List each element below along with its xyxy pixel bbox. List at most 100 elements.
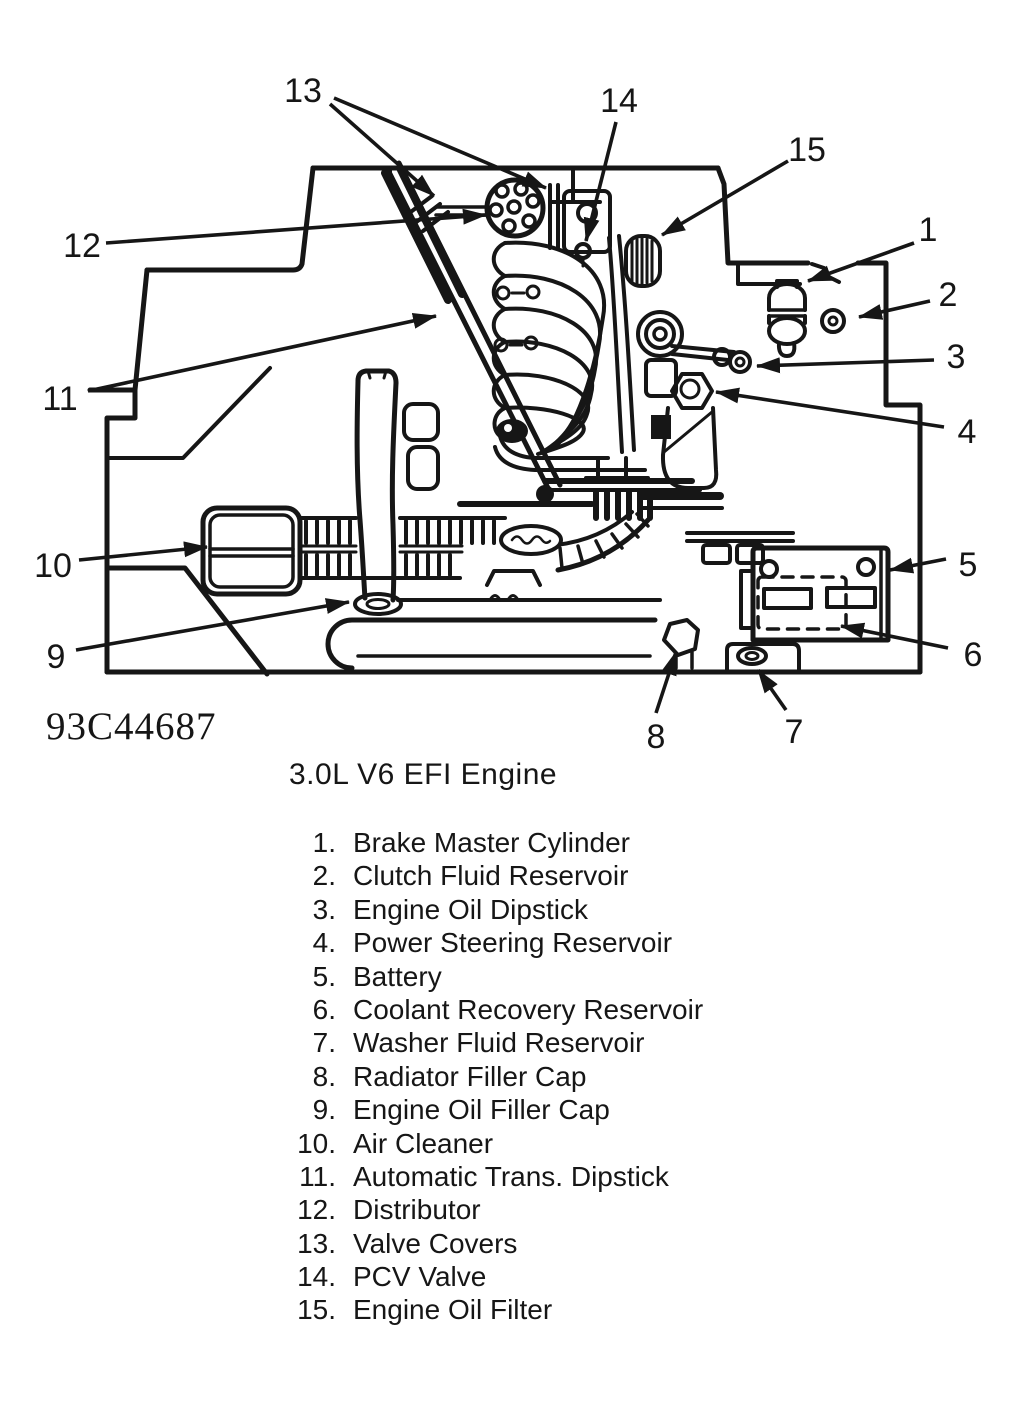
legend-item-7: 7. Washer Fluid Reservoir (276, 1026, 703, 1059)
callout-4-label: 4 (958, 413, 977, 451)
clutch-fluid-reservoir (820, 308, 846, 334)
callout-14-label: 14 (600, 82, 638, 120)
washer-fluid-reservoir (725, 642, 801, 674)
callout-9-leader (75, 598, 350, 652)
callout-12: 12 (63, 208, 487, 265)
engine-oil-dipstick (670, 344, 752, 374)
brake-master-cylinder (767, 279, 807, 358)
idler-pulley (636, 310, 684, 439)
callout-14-leader (583, 121, 618, 242)
callout-7: 7 (756, 668, 804, 751)
legend-item-label: Radiator Filler Cap (353, 1060, 587, 1092)
legend-item-10: 10. Air Cleaner (276, 1127, 703, 1160)
callout-13: 13 (284, 72, 547, 198)
callout-12-leader (105, 208, 487, 245)
figure-caption: 3.0L V6 EFI Engine (289, 758, 558, 791)
legend-item-label: Automatic Trans. Dipstick (353, 1160, 669, 1192)
legend-item-label: Power Steering Reservoir (353, 927, 673, 959)
callout-7-label: 7 (785, 713, 804, 751)
legend-item-label: Clutch Fluid Reservoir (353, 860, 629, 892)
callout-12-label: 12 (63, 227, 101, 265)
callout-9-label: 9 (47, 638, 66, 676)
legend-item-number: 7. (312, 1027, 336, 1059)
callout-14: 14 (583, 82, 638, 242)
callout-13-leader (328, 102, 436, 198)
legend-item-label: Coolant Recovery Reservoir (353, 993, 704, 1025)
legend-item-number: 8. (312, 1060, 336, 1092)
legend-item-number: 1. (312, 827, 336, 858)
callout-3-label: 3 (947, 338, 966, 376)
callout-7-leader (756, 668, 788, 712)
callout-10: 10 (34, 541, 208, 585)
legend-item-label: Valve Covers (353, 1227, 518, 1259)
legend-item-label: Engine Oil Filler Cap (353, 1094, 610, 1126)
callout-3: 3 (756, 338, 966, 376)
coolant-recovery-reservoir (756, 575, 848, 631)
callout-11-leader (87, 313, 437, 393)
callout-4: 4 (715, 387, 977, 451)
legend-item-label: Air Cleaner (353, 1127, 494, 1159)
intake-manifold (491, 234, 650, 480)
callout-8-label: 8 (647, 718, 666, 756)
callout-2-leader (858, 299, 931, 320)
air-cleaner (200, 505, 303, 597)
legend-item-number: 10. (297, 1127, 336, 1159)
engine-oil-filler-cap (353, 592, 403, 616)
legend-item-5: 5.Battery (276, 960, 703, 993)
legend-item-1: 1. Brake Master Cylinder (276, 826, 703, 859)
oil-filler-tube (353, 368, 440, 616)
legend-item-number: 14. (297, 1261, 336, 1293)
engine-oil-filter (624, 234, 662, 288)
legend-item-11: 11. Automatic Trans. Dipstick (276, 1160, 703, 1193)
callout-13-leader-b (333, 96, 547, 190)
callout-1-label: 1 (919, 211, 938, 249)
legend-item-13: 13. Valve Covers (276, 1227, 703, 1260)
callout-1: 1 (807, 211, 938, 283)
callout-5: 5 (889, 546, 978, 584)
callout-13-label: 13 (284, 72, 322, 110)
legend-item-14: 14. PCV Valve (276, 1260, 703, 1293)
callout-8: 8 (647, 651, 678, 756)
callout-11-label: 11 (42, 380, 77, 418)
legend-item-number: 15. (297, 1294, 336, 1326)
engine-bay-outline (87, 165, 923, 677)
legend-item-4: 4.Power Steering Reservoir (276, 926, 703, 959)
callout-11: 11 (42, 313, 437, 418)
legend-item-number: 9. (312, 1094, 336, 1126)
legend-item-number: 13. (297, 1227, 336, 1259)
callout-2: 2 (858, 276, 957, 320)
figure-code: 93C44687 (46, 705, 217, 748)
legend-item-label: PCV Valve (353, 1261, 487, 1293)
legend-item-number: 6. (312, 993, 336, 1025)
legend-item-6: 6. Coolant Recovery Reservoir (276, 993, 704, 1026)
radiator-filler-cap (662, 618, 700, 670)
callout-5-label: 5 (959, 546, 978, 584)
callout-4-leader (715, 387, 945, 429)
callout-6: 6 (840, 622, 983, 674)
callout-6-label: 6 (964, 636, 983, 674)
callout-9: 9 (47, 598, 350, 676)
legend-item-number: 2. (312, 860, 336, 892)
legend-item-8: 8. Radiator Filler Cap (276, 1060, 703, 1093)
legend-item-number: 11. (299, 1160, 336, 1192)
callout-15-label: 15 (788, 131, 826, 169)
callout-8-leader (654, 651, 678, 714)
callout-15: 15 (661, 131, 826, 237)
legend-item-2: 2. Clutch Fluid Reservoir (276, 859, 703, 892)
legend-item-label: Brake Master Cylinder (353, 827, 630, 858)
legend: 1. Brake Master Cylinder 2. Clutch Fluid R… (276, 826, 703, 1327)
battery (739, 545, 891, 643)
legend-item-number: 3. (312, 893, 336, 925)
legend-item-15: 15.Engine Oil Filter (276, 1293, 703, 1326)
callout-1-leader (807, 241, 915, 283)
legend-item-label: Engine Oil Dipstick (353, 893, 588, 925)
legend-item-label: Washer Fluid Reservoir (353, 1027, 645, 1059)
legend-item-12: 12.Distributor (276, 1193, 703, 1226)
legend-item-number: 12. (297, 1194, 336, 1226)
oil-pan (325, 531, 795, 671)
legend-item-label: Battery (353, 960, 442, 992)
callout-5-leader (889, 557, 947, 574)
callout-10-label: 10 (34, 547, 72, 585)
engine-diagram: 13 14 15 1 2 3 4 5 (34, 72, 983, 756)
